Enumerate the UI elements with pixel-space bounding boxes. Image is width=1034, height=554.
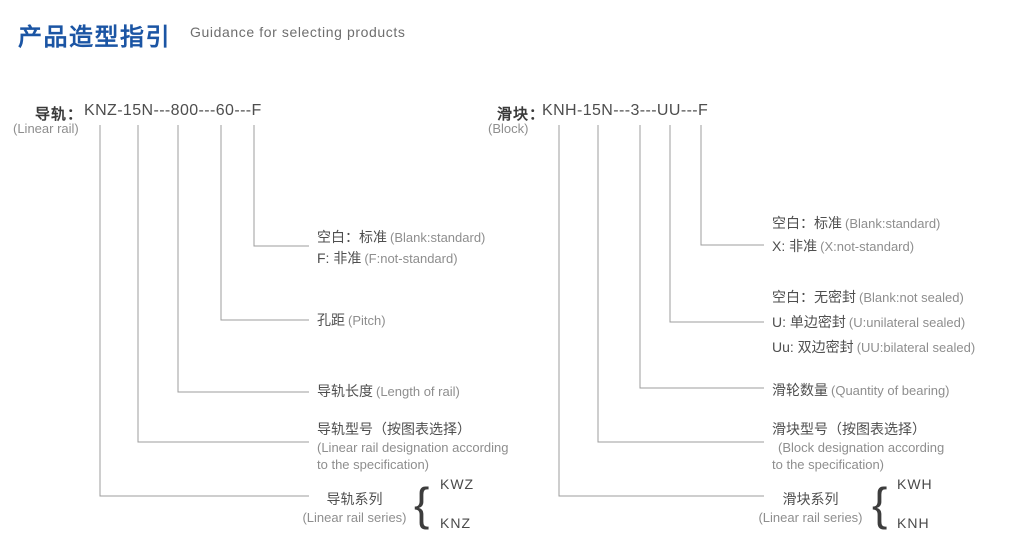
block-header-label-en: (Block) xyxy=(488,121,529,136)
rail-ann-designation-en1: (Linear rail designation according xyxy=(317,440,509,455)
rail-series-option-kwz: KWZ xyxy=(440,476,475,492)
rail-ann-series-en: (Linear rail series) xyxy=(302,510,407,525)
block-ann-seal-row3: Uu: 双边密封(UU:bilateral sealed) xyxy=(772,335,975,360)
page-title: 产品造型指引 xyxy=(18,24,171,51)
block-ann-standard-row2: X: 非准(X:not-standard) xyxy=(772,235,940,258)
rail-ann-series-cn: 导轨系列 xyxy=(326,491,383,507)
rail-connector-series xyxy=(99,125,309,497)
rail-ann-standard: 空白：标准(Blank:standard) F: 非准(F:not-standa… xyxy=(317,227,485,269)
block-ann-quantity-cn: 滑轮数量 xyxy=(772,382,828,398)
block-series-option-kwh: KWH xyxy=(897,476,933,492)
block-series-option-knh: KNH xyxy=(897,515,930,531)
rail-code: KNZ-15N---800---60---F xyxy=(84,102,262,119)
rail-ann-length-en: (Length of rail) xyxy=(376,384,460,399)
block-connector-standard xyxy=(700,125,764,246)
block-header-label: 滑块： xyxy=(497,106,546,123)
rail-ann-standard-row1: 空白：标准(Blank:standard) xyxy=(317,227,485,248)
rail-ann-series: 导轨系列 (Linear rail series) xyxy=(292,489,417,526)
block-ann-seal-row2-cn: U: 单边密封 xyxy=(772,314,846,330)
block-ann-quantity: 滑轮数量(Quantity of bearing) xyxy=(772,380,950,401)
block-ann-standard-row2-en: (X:not-standard) xyxy=(820,239,915,254)
rail-connector-length xyxy=(177,125,309,393)
block-ann-standard-row2-cn: X: 非准 xyxy=(772,238,818,254)
block-ann-seal-row2: U: 单边密封(U:unilateral sealed) xyxy=(772,310,975,335)
block-ann-standard: 空白：标准(Blank:standard) X: 非准(X:not-standa… xyxy=(772,212,940,258)
rail-ann-pitch: 孔距(Pitch) xyxy=(317,310,386,331)
rail-ann-length: 导轨长度(Length of rail) xyxy=(317,381,460,402)
page-subtitle: Guidance for selecting products xyxy=(190,24,406,40)
block-ann-seal-row3-en: (UU:bilateral sealed) xyxy=(856,340,976,355)
block-ann-standard-row1-en: (Blank:standard) xyxy=(845,216,941,231)
rail-ann-designation-en2: to the specification) xyxy=(317,457,430,472)
rail-series-option-knz: KNZ xyxy=(440,515,471,531)
rail-ann-standard-row1-en: (Blank:standard) xyxy=(390,230,486,245)
block-ann-designation-en2: to the specification) xyxy=(772,457,885,472)
block-ann-seal-row1-cn: 空白：无密封 xyxy=(772,289,856,305)
rail-ann-pitch-cn: 孔距 xyxy=(317,312,345,328)
block-connector-series xyxy=(558,125,764,497)
rail-series-brace: { xyxy=(414,478,430,530)
rail-connector-standard xyxy=(253,125,309,247)
block-ann-designation-cn: 滑块型号（按图表选择） xyxy=(772,421,926,437)
block-ann-series: 滑块系列 (Linear rail series) xyxy=(748,489,873,526)
block-ann-series-cn: 滑块系列 xyxy=(782,491,839,507)
rail-ann-length-cn: 导轨长度 xyxy=(317,383,373,399)
rail-ann-standard-row2: F: 非准(F:not-standard) xyxy=(317,248,485,269)
block-ann-seal: 空白：无密封(Blank:not sealed) U: 单边密封(U:unila… xyxy=(772,285,975,360)
block-ann-series-en: (Linear rail series) xyxy=(758,510,863,525)
block-connector-designation xyxy=(597,125,764,443)
block-code: KNH-15N---3---UU---F xyxy=(542,102,709,119)
rail-connector-pitch xyxy=(220,125,309,321)
block-ann-standard-row1-cn: 空白：标准 xyxy=(772,215,842,231)
rail-ann-designation: 导轨型号（按图表选择） (Linear rail designation acc… xyxy=(317,419,509,473)
rail-ann-standard-row1-cn: 空白：标准 xyxy=(317,229,387,245)
rail-header-label-en: (Linear rail) xyxy=(13,121,79,136)
block-ann-designation: 滑块型号（按图表选择） (Block designation according… xyxy=(772,419,944,473)
rail-connector-designation xyxy=(137,125,309,443)
rail-ann-pitch-en: (Pitch) xyxy=(348,313,386,328)
block-ann-quantity-en: (Quantity of bearing) xyxy=(831,383,950,398)
block-connector-quantity xyxy=(639,125,764,389)
rail-ann-designation-cn: 导轨型号（按图表选择） xyxy=(317,421,471,437)
block-connector-seal xyxy=(669,125,764,323)
rail-header-label: 导轨： xyxy=(35,106,84,123)
block-ann-seal-row1: 空白：无密封(Blank:not sealed) xyxy=(772,285,975,310)
block-ann-seal-row3-cn: Uu: 双边密封 xyxy=(772,339,854,355)
rail-ann-standard-row2-cn: F: 非准 xyxy=(317,250,362,266)
block-ann-designation-en1: (Block designation according xyxy=(778,440,945,455)
block-series-brace: { xyxy=(872,478,888,530)
block-ann-standard-row1: 空白：标准(Blank:standard) xyxy=(772,212,940,235)
rail-ann-standard-row2-en: (F:not-standard) xyxy=(364,251,458,266)
block-ann-seal-row1-en: (Blank:not sealed) xyxy=(859,290,964,305)
block-ann-seal-row2-en: (U:unilateral sealed) xyxy=(848,315,966,330)
